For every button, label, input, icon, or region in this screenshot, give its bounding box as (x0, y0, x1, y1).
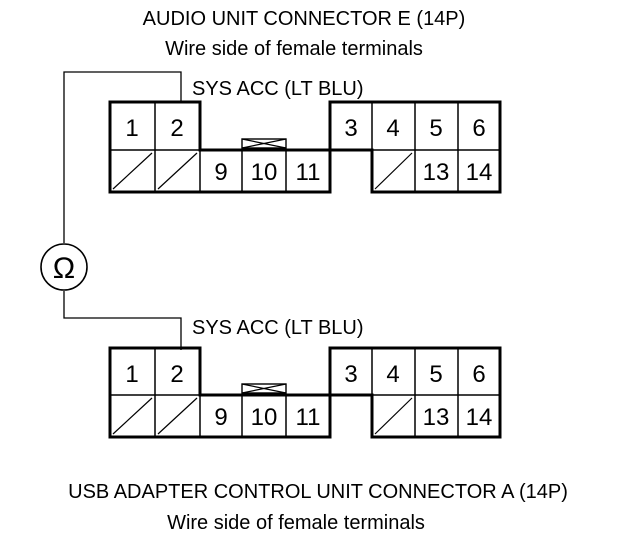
top-wire-label: SYS ACC (LT BLU) (192, 78, 364, 100)
top-pin-4: 4 (386, 115, 399, 142)
bottom-pin-6: 6 (472, 361, 485, 388)
bottom-empty-cavity-12 (374, 397, 413, 435)
bottom-pin-5: 5 (429, 361, 442, 388)
bottom-connector-title: USB ADAPTER CONTROL UNIT CONNECTOR A (14… (68, 481, 568, 503)
bottom-connector-lock-tab (241, 383, 287, 394)
top-pin-6: 6 (472, 115, 485, 142)
top-empty-cavity-7 (112, 152, 153, 190)
bottom-wire-label: SYS ACC (LT BLU) (192, 317, 364, 339)
bottom-pin-2: 2 (170, 361, 183, 388)
top-pin-13: 13 (423, 159, 450, 186)
bottom-pin-4: 4 (386, 361, 399, 388)
top-connector-title: AUDIO UNIT CONNECTOR E (14P) (143, 8, 466, 30)
top-empty-cavity-8 (157, 152, 198, 190)
ohmmeter-icon: Ω (40, 243, 88, 291)
top-connector-subtitle: Wire side of female terminals (165, 38, 423, 60)
bottom-pin-11: 11 (296, 404, 321, 431)
bottom-connector: 1 2 3 4 5 6 9 10 11 13 14 (108, 346, 502, 439)
top-pin-10: 10 (251, 159, 278, 186)
bottom-test-lead (63, 291, 182, 350)
top-pin-11: 11 (296, 159, 321, 186)
top-pin-9: 9 (214, 159, 227, 186)
top-empty-cavity-12 (374, 152, 413, 190)
top-pin-3: 3 (344, 115, 357, 142)
bottom-empty-cavity-8 (157, 397, 198, 435)
top-connector: 1 2 3 4 5 6 9 10 11 13 14 (108, 100, 502, 194)
bottom-pin-3: 3 (344, 361, 357, 388)
top-pin-1: 1 (125, 115, 138, 142)
bottom-pin-9: 9 (214, 404, 227, 431)
top-connector-lock-tab (241, 138, 287, 149)
ohm-symbol: Ω (53, 252, 75, 285)
top-test-lead (63, 71, 182, 243)
top-pin-14: 14 (466, 159, 493, 186)
top-pin-2: 2 (170, 115, 183, 142)
bottom-pin-14: 14 (466, 404, 493, 431)
bottom-pin-13: 13 (423, 404, 450, 431)
top-pin-5: 5 (429, 115, 442, 142)
bottom-connector-subtitle: Wire side of female terminals (167, 512, 425, 534)
bottom-empty-cavity-7 (112, 397, 153, 435)
bottom-pin-10: 10 (251, 404, 278, 431)
bottom-pin-1: 1 (125, 361, 138, 388)
